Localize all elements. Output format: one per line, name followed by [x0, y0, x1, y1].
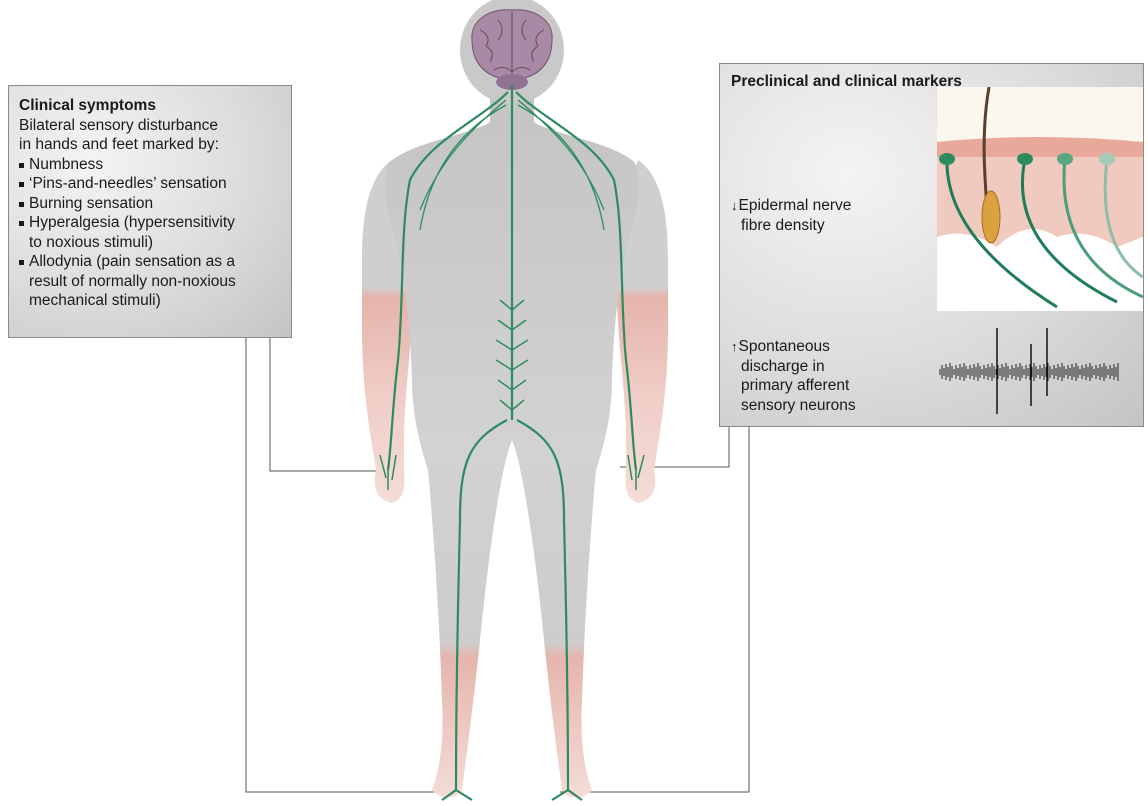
- symptom-item: Burning sensation: [19, 194, 281, 214]
- markers-panel: Preclinical and clinical markers ↓Epider…: [719, 63, 1144, 427]
- down-arrow-icon: ↓: [731, 198, 738, 213]
- symptom-item: ‘Pins-and-needles’ sensation: [19, 174, 281, 194]
- skin-section-illustration: [937, 87, 1143, 311]
- human-body: [362, 0, 668, 798]
- clinical-symptoms-panel: Clinical symptoms Bilateral sensory dist…: [8, 85, 292, 338]
- spike-trace-illustration: [935, 326, 1125, 418]
- background-noise: [940, 363, 1118, 381]
- markers-title: Preclinical and clinical markers: [731, 73, 962, 91]
- symptom-item: Numbness: [19, 155, 281, 175]
- clinical-intro-line1: Bilateral sensory disturbance: [19, 116, 281, 136]
- clinical-symptoms-title: Clinical symptoms: [19, 96, 281, 116]
- up-arrow-icon: ↑: [731, 339, 738, 354]
- clinical-intro-line2: in hands and feet marked by:: [19, 135, 281, 155]
- symptom-list: Numbness ‘Pins-and-needles’ sensation Bu…: [19, 155, 281, 311]
- marker-nerve-density: ↓Epidermal nerve fibre density: [731, 196, 901, 235]
- marker-spontaneous-discharge: ↑Spontaneous discharge in primary affere…: [731, 337, 901, 415]
